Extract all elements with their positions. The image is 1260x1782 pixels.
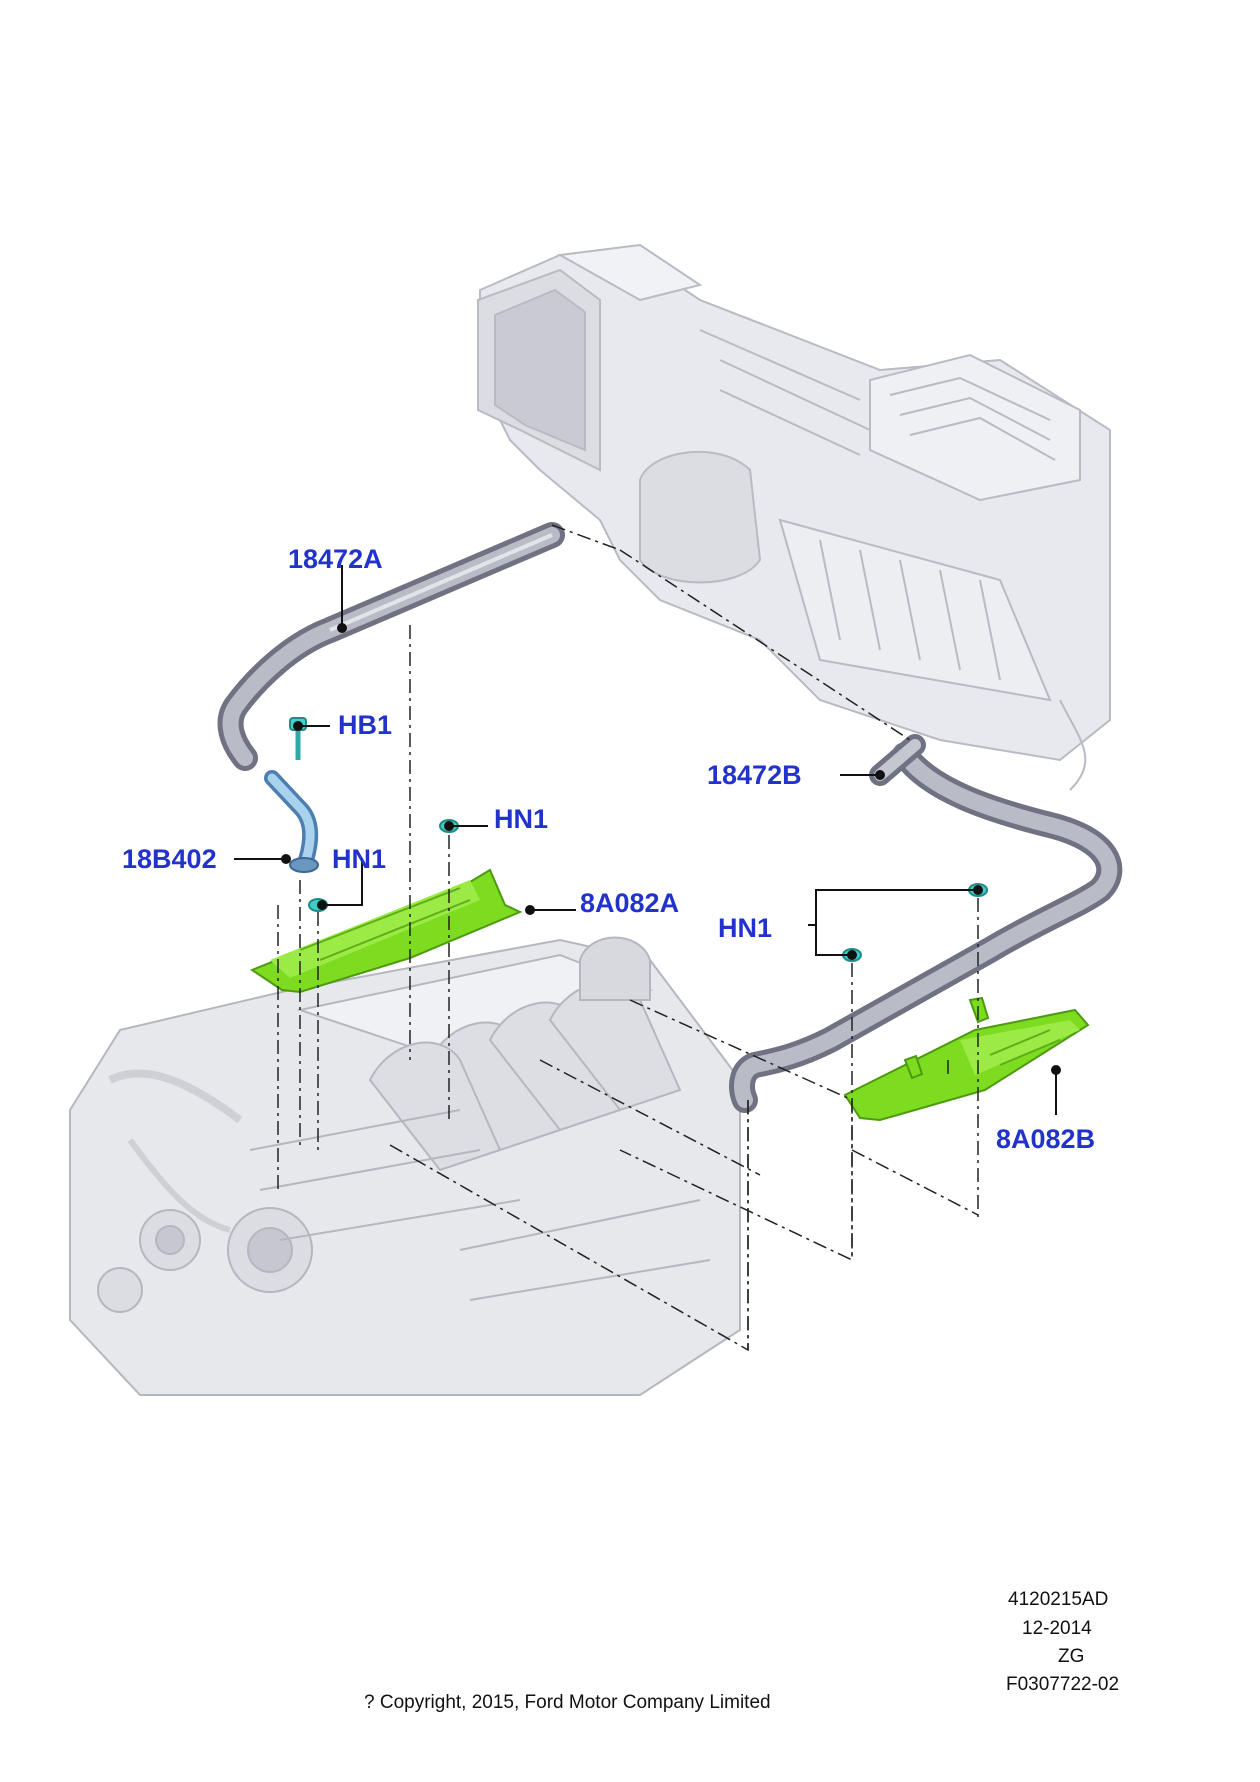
reference-number: 4120215AD	[1008, 1589, 1109, 1610]
market-code: ZG	[1058, 1646, 1085, 1667]
heat-shield-8a082b	[843, 996, 1090, 1122]
label-hn1-left: HN1	[332, 844, 387, 874]
hvac-unit	[477, 243, 1111, 791]
label-hn1-top: HN1	[494, 804, 549, 834]
leader-lines	[234, 565, 1061, 1115]
connector-18b402	[264, 770, 319, 873]
label-hn1-right: HN1	[718, 913, 773, 943]
copyright-notice: ? Copyright, 2015, Ford Motor Company Li…	[364, 1692, 771, 1713]
label-8a082a: 8A082A	[580, 888, 680, 918]
label-hb1: HB1	[338, 710, 393, 740]
label-8a082b: 8A082B	[996, 1124, 1096, 1154]
hose-18472b	[729, 734, 1123, 1113]
label-18472b: 18472B	[707, 760, 802, 790]
engine-block	[69, 936, 741, 1396]
figure-id: F0307722-02	[1006, 1674, 1120, 1695]
label-18472a: 18472A	[288, 544, 383, 574]
alignment-lines	[277, 524, 979, 1352]
hose-18472a	[217, 522, 565, 771]
label-18b402: 18B402	[122, 844, 217, 874]
heat-shield-8a082a	[249, 868, 523, 994]
revision-date: 12-2014	[1022, 1618, 1092, 1639]
